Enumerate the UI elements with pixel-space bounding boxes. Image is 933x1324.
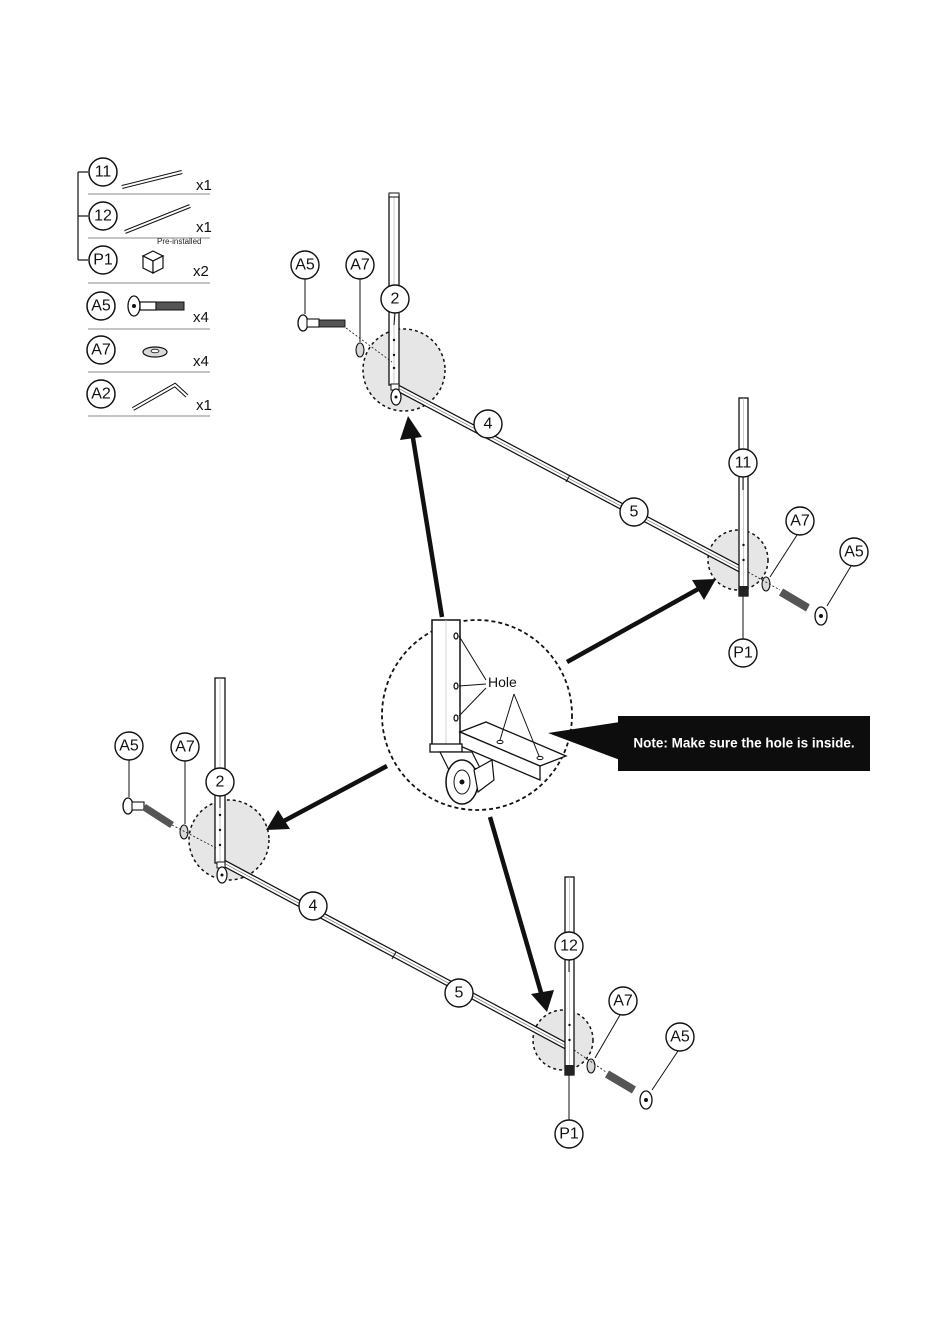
svg-text:P1: P1 <box>733 645 753 662</box>
svg-text:A5: A5 <box>295 257 315 274</box>
washer-icon <box>356 343 364 357</box>
parts-row-P1: P1 Pre-installed x2 <box>89 237 209 280</box>
callout-rail-5: 5 <box>445 979 473 1007</box>
post-12 <box>565 877 574 1075</box>
svg-text:A5: A5 <box>119 738 139 755</box>
zoom-circle <box>363 329 445 411</box>
rod-12-icon <box>125 206 190 232</box>
part-qty: x4 <box>193 309 209 326</box>
part-id: A2 <box>91 386 111 403</box>
bolt-icon <box>123 798 172 825</box>
svg-text:A5: A5 <box>670 1029 690 1046</box>
svg-text:A7: A7 <box>175 739 195 756</box>
caster-wheel-icon <box>391 384 401 405</box>
parts-list: 11 x1 12 x1 P1 Pre-in <box>78 158 212 416</box>
part-id: A5 <box>91 298 111 315</box>
svg-text:4: 4 <box>484 416 493 433</box>
callout-rail-5: 5 <box>620 498 648 526</box>
cap-icon <box>143 251 163 273</box>
callout-a5: A5 <box>291 251 319 279</box>
part-id: A7 <box>91 342 111 359</box>
part-qty: x1 <box>196 397 212 414</box>
svg-text:5: 5 <box>630 504 639 521</box>
hex-key-icon <box>133 385 187 409</box>
arrow-right-icon <box>567 579 716 662</box>
callout-a7: A7 <box>346 251 374 279</box>
bolt-icon <box>128 296 184 316</box>
svg-text:11: 11 <box>735 455 752 472</box>
callout-a7: A7 <box>171 733 199 761</box>
pre-installed-label: Pre-installed <box>157 237 201 246</box>
rail <box>392 385 742 570</box>
post-11 <box>739 398 748 596</box>
callout-a5: A5 <box>115 732 143 760</box>
hole-label: Hole <box>488 674 517 690</box>
parts-row-12: 12 x1 <box>89 202 212 236</box>
svg-text:5: 5 <box>455 985 464 1002</box>
svg-text:A7: A7 <box>790 513 810 530</box>
rod-11-icon <box>122 172 182 187</box>
callout-a7: A7 <box>786 507 814 535</box>
arrow-up-icon <box>400 416 442 617</box>
callout-rail-4: 4 <box>299 892 327 920</box>
svg-text:2: 2 <box>391 291 400 308</box>
svg-text:A7: A7 <box>350 257 370 274</box>
parts-row-11: 11 x1 <box>89 158 212 194</box>
zoom-circle <box>533 1010 593 1070</box>
svg-text:12: 12 <box>560 938 578 955</box>
svg-text:A7: A7 <box>613 993 633 1010</box>
washer-icon <box>180 825 188 839</box>
part-qty: x2 <box>193 263 209 280</box>
upper-assembly <box>298 193 827 625</box>
part-id: P1 <box>93 252 113 269</box>
part-id: 12 <box>94 208 112 225</box>
svg-text:4: 4 <box>309 898 318 915</box>
callout-post-11: 11 <box>729 449 757 477</box>
bolt-icon <box>298 315 345 331</box>
note-text: Note: Make sure the hole is inside. <box>633 736 854 751</box>
callout-rail-4: 4 <box>474 410 502 438</box>
part-qty: x1 <box>196 219 212 236</box>
arrow-left-icon <box>266 766 387 830</box>
svg-text:A5: A5 <box>844 544 864 561</box>
callout-post-2: 2 <box>206 768 234 796</box>
note-callout: Note: Make sure the hole is inside. <box>548 716 870 771</box>
bolt-icon <box>607 1074 652 1109</box>
arrow-down-icon <box>490 817 554 1012</box>
part-qty: x4 <box>193 353 209 370</box>
callout-a7: A7 <box>609 987 637 1015</box>
detail-view: Hole <box>382 620 572 810</box>
rail <box>218 860 568 1047</box>
callout-a5: A5 <box>666 1023 694 1051</box>
callout-p1: P1 <box>555 1120 583 1148</box>
parts-row-A2: A2 x1 <box>87 380 212 414</box>
callout-post-2: 2 <box>381 285 409 313</box>
parts-row-A7: A7 x4 <box>87 336 209 370</box>
parts-row-A5: A5 x4 <box>87 292 209 326</box>
part-qty: x1 <box>196 177 212 194</box>
caster-wheel-icon <box>217 862 227 883</box>
bolt-icon <box>781 592 827 625</box>
callout-a5: A5 <box>840 538 868 566</box>
callout-p1: P1 <box>729 639 757 667</box>
callout-post-12: 12 <box>555 932 583 960</box>
part-id: 11 <box>95 164 112 181</box>
svg-text:P1: P1 <box>559 1126 579 1143</box>
washer-icon <box>587 1059 595 1073</box>
svg-text:2: 2 <box>216 774 225 791</box>
washer-icon <box>143 347 167 357</box>
